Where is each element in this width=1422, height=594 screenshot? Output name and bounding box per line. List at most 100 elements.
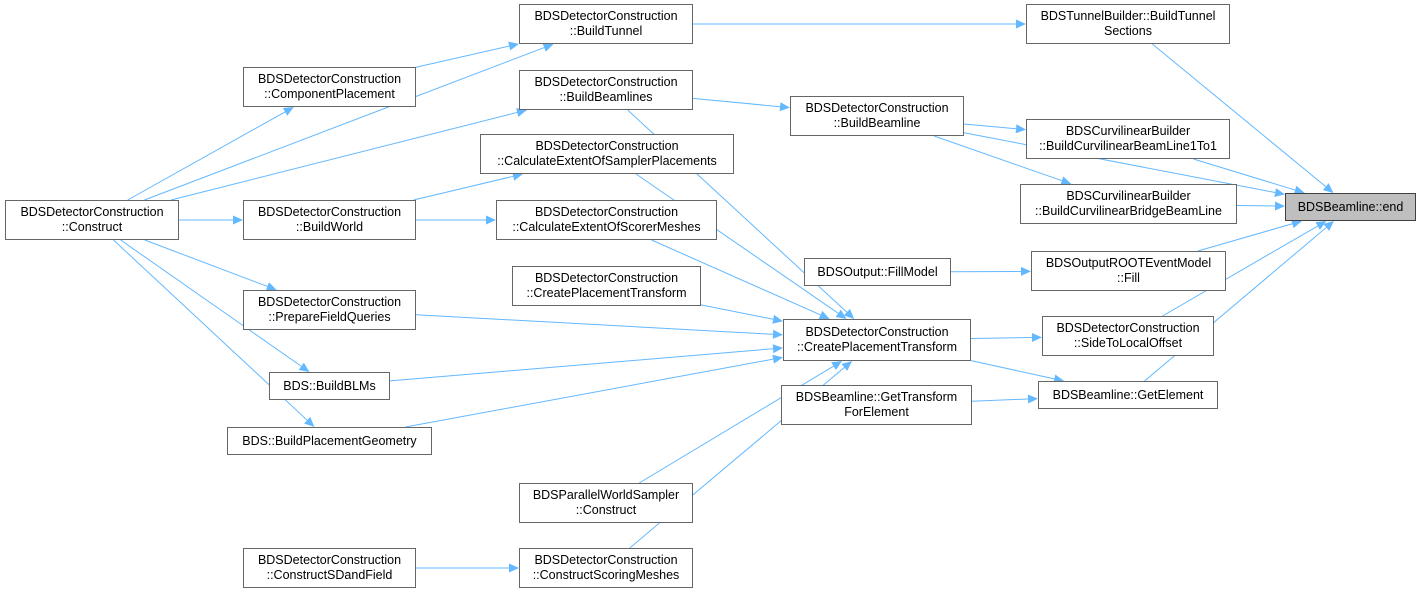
node-line: ::BuildTunnel	[569, 24, 643, 38]
node-line: BDSOutput::FillModel	[817, 264, 938, 279]
edge-arrowhead	[486, 215, 496, 225]
node-line: ::BuildBeamline	[833, 116, 921, 130]
edge-bw-to-ces	[413, 175, 514, 201]
edge-cem-to-cpt	[651, 239, 821, 316]
node-side-to-local-offset[interactable]: BDSDetectorConstruction::SideToLocalOffs…	[1042, 316, 1214, 356]
edge-con-to-bbs	[170, 111, 518, 201]
node-line: ::BuildBeamlines	[559, 90, 653, 104]
edge-arrowhead	[1060, 176, 1072, 185]
node-line: BDSDetectorConstruction	[257, 72, 402, 86]
node-line: ::BuildWorld	[295, 220, 364, 234]
edge-arrowhead	[818, 310, 830, 320]
edge-arrowhead	[843, 308, 855, 319]
edge-gtf-to-ge	[971, 398, 1029, 402]
edge-cp-to-bt	[415, 45, 510, 68]
node-construct-sd-and-field[interactable]: BDSDetectorConstruction::ConstructSDandF…	[243, 548, 416, 588]
node-line: BDSDetectorConstruction	[535, 139, 679, 153]
edge-bpg-to-cpt	[405, 358, 774, 428]
edge-pfq-to-cpt	[415, 314, 774, 335]
edge-arrowhead	[772, 354, 783, 364]
node-construct[interactable]: BDSDetectorConstruction::Construct	[5, 200, 179, 240]
node-line: BDSDetectorConstruction	[534, 553, 678, 567]
node-build-blms[interactable]: BDS::BuildBLMs	[269, 372, 390, 400]
node-build-curvilinear-bridge-beamline[interactable]: BDSCurvilinearBuilder::BuildCurvilinearB…	[1020, 184, 1237, 224]
node-line: ::BuildCurvilinearBeamLine1To1	[1039, 139, 1217, 153]
edge-arrowhead	[509, 563, 519, 573]
edge-arrowhead	[1027, 394, 1038, 404]
edge-arrowhead	[835, 309, 847, 319]
edge-arrowhead	[1322, 183, 1334, 193]
node-line: BDSDetectorConstruction	[534, 75, 678, 89]
node-prepare-field-queries[interactable]: BDSDetectorConstruction::PrepareFieldQue…	[243, 290, 416, 330]
node-line: ::CreatePlacementTransform	[526, 286, 687, 300]
node-build-curvilinear-beamline-1to1[interactable]: BDSCurvilinearBuilder::BuildCurvilinearB…	[1026, 119, 1230, 159]
edge-bb-to-cbr	[933, 135, 1063, 182]
edge-arrowhead	[772, 344, 783, 354]
node-line: BDS::BuildPlacementGeometry	[242, 433, 417, 448]
node-line: ForElement	[844, 405, 909, 419]
edge-bbs-to-bb	[692, 97, 781, 108]
node-line: ::Construct	[575, 503, 637, 517]
edge-arrowhead	[298, 362, 310, 372]
node-output-root-event-model-fill[interactable]: BDSOutputROOTEventModel::Fill	[1031, 251, 1226, 291]
edge-bb-to-end	[963, 132, 1276, 194]
node-parallel-world-sampler-construct[interactable]: BDSParallelWorldSampler::Construct	[519, 483, 693, 523]
node-build-world[interactable]: BDSDetectorConstruction::BuildWorld	[243, 200, 416, 240]
node-create-placement-transform-overload[interactable]: BDSDetectorConstruction::CreatePlacement…	[512, 266, 701, 306]
edge-arrowhead	[512, 171, 523, 181]
node-construct-scoring-meshes[interactable]: BDSDetectorConstruction::ConstructScorin…	[519, 548, 693, 588]
node-line: ::ComponentPlacement	[264, 87, 395, 101]
node-calculate-extent-of-scorer-meshes[interactable]: BDSDetectorConstruction::CalculateExtent…	[496, 200, 717, 240]
node-create-placement-transform[interactable]: BDSDetectorConstruction::CreatePlacement…	[783, 319, 971, 361]
node-line: Sections	[1104, 24, 1152, 38]
edge-tb-to-end	[1151, 43, 1327, 188]
node-line: ::Construct	[61, 220, 123, 234]
edge-arrowhead	[772, 329, 783, 339]
node-beamline-end: BDSBeamline::end	[1285, 193, 1416, 221]
node-line: BDSDetectorConstruction	[257, 553, 402, 567]
edge-cpt-to-ge	[970, 360, 1055, 380]
edge-ces-to-cpt	[635, 173, 839, 314]
edge-arrowhead	[1274, 201, 1285, 211]
node-line: ::BuildCurvilinearBridgeBeamLine	[1035, 204, 1222, 218]
edge-c11-to-end	[1193, 158, 1296, 191]
node-line: BDSDetectorConstruction	[534, 271, 679, 285]
node-line: ::ConstructSDandField	[266, 568, 393, 582]
node-component-placement[interactable]: BDSDetectorConstruction::ComponentPlacem…	[243, 67, 416, 107]
node-line: BDSBeamline::end	[1297, 199, 1404, 214]
edge-con-to-cp	[127, 111, 286, 201]
node-build-placement-geometry[interactable]: BDS::BuildPlacementGeometry	[227, 427, 432, 455]
node-line: ::Fill	[1117, 271, 1140, 285]
node-calculate-extent-of-sampler-placements[interactable]: BDSDetectorConstruction::CalculateExtent…	[480, 134, 734, 174]
node-line: BDSDetectorConstruction	[257, 295, 402, 309]
edge-cbr-to-end	[1236, 204, 1276, 207]
node-build-tunnel[interactable]: BDSDetectorConstruction::BuildTunnel	[519, 4, 693, 44]
node-build-beamline[interactable]: BDSDetectorConstruction::BuildBeamline	[790, 96, 964, 136]
edge-arrowhead	[831, 361, 843, 371]
edge-arrowhead	[772, 314, 783, 324]
node-output-fill-model[interactable]: BDSOutput::FillModel	[804, 258, 951, 286]
node-line: BDSDetectorConstruction	[805, 101, 949, 115]
edge-arrowhead	[542, 43, 554, 52]
node-line: ::ConstructScoringMeshes	[532, 568, 680, 582]
edge-arrowhead	[508, 41, 519, 51]
node-get-element[interactable]: BDSBeamline::GetElement	[1038, 381, 1218, 409]
edge-cpt-to-stl	[970, 337, 1033, 340]
node-build-beamlines[interactable]: BDSDetectorConstruction::BuildBeamlines	[519, 70, 693, 110]
edge-arrowhead	[1293, 185, 1305, 195]
node-line: BDS::BuildBLMs	[283, 378, 376, 393]
node-line: BDSDetectorConstruction	[534, 9, 678, 23]
edge-con-to-bt	[144, 47, 545, 201]
node-line: BDSDetectorConstruction	[805, 325, 949, 339]
edge-arrowhead	[233, 215, 243, 225]
edge-fill-to-end	[1197, 223, 1293, 252]
edge-arrowhead	[282, 107, 294, 116]
edge-arrowhead	[265, 282, 277, 291]
edge-arrowhead	[1015, 124, 1026, 134]
edge-arrowhead	[304, 416, 315, 427]
node-line: BDSBeamline::GetTransform	[795, 390, 958, 404]
